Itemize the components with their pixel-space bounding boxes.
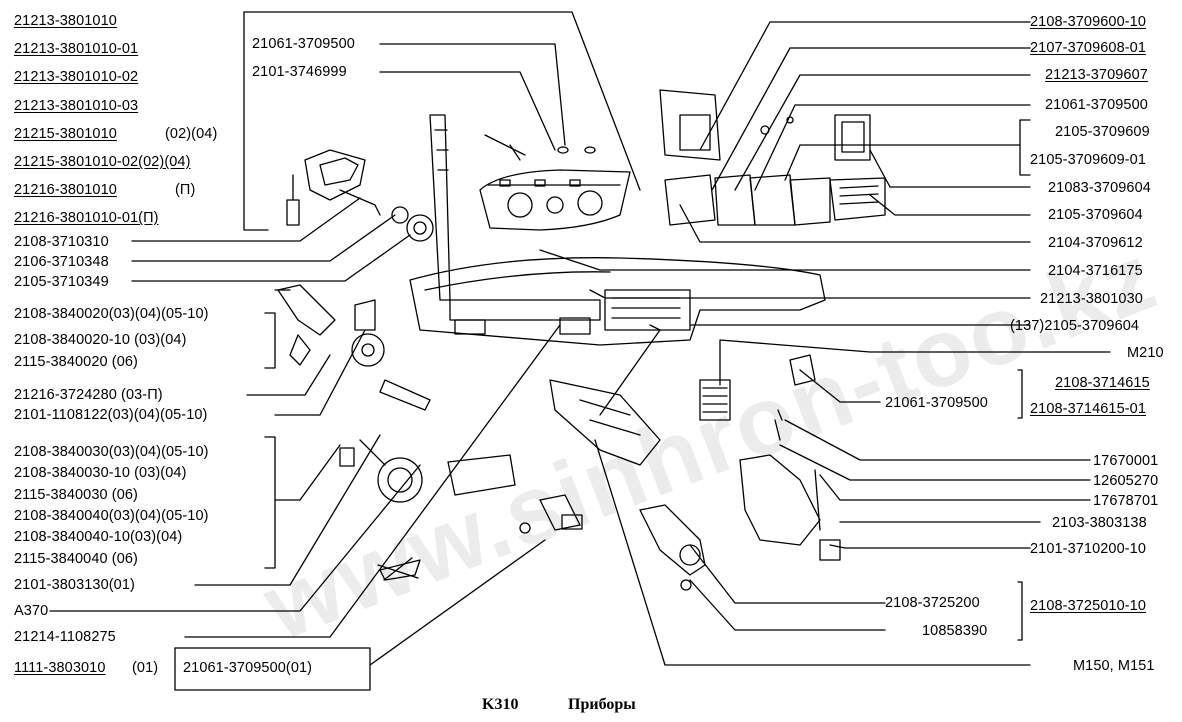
part-label-variant: (02)(04): [165, 126, 218, 142]
part-label: 2115-3840020 (06): [14, 354, 138, 370]
part-label: 10858390: [922, 623, 988, 639]
part-label: 2101-3746999: [252, 64, 347, 80]
part-label: 2108-3840030-10 (03)(04): [14, 465, 187, 481]
part-label: 21061-3709500: [1045, 97, 1148, 113]
part-label: 21061-3709500: [885, 395, 988, 411]
part-label: 12605270: [1093, 473, 1159, 489]
part-label: 2101-3710200-10: [1030, 541, 1146, 557]
part-label: 2115-3840030 (06): [14, 487, 138, 503]
cigarette-lighter: [339, 439, 516, 581]
part-label: 2108-3840040(03)(04)(05-10): [14, 508, 209, 524]
part-label: 2108-3840030(03)(04)(05-10): [14, 444, 209, 460]
part-label: 2105-3709609-01: [1030, 152, 1146, 168]
figure-title: Приборы: [568, 696, 636, 713]
part-label: 2108-3710310: [14, 234, 109, 250]
figure-code: K310: [482, 696, 519, 713]
part-label: М210: [1127, 345, 1164, 361]
part-label: 2108-3714615-01: [1030, 401, 1146, 417]
part-label: 2105-3709604: [1048, 207, 1143, 223]
part-label: 21216-3801010-01(П): [14, 210, 159, 226]
part-label: 2104-3716175: [1048, 263, 1143, 279]
part-label: 21213-3709607: [1045, 67, 1148, 83]
part-label: 21213-3801010-03: [14, 98, 139, 114]
part-label: 2108-3840020-10 (03)(04): [14, 332, 187, 348]
dashboard-panel: [409, 114, 826, 346]
part-label: 21213-3801010-02: [14, 69, 139, 85]
part-label: 2105-3709609: [1055, 124, 1150, 140]
part-label: 21216-3724280 (03-П): [14, 387, 163, 403]
part-label: 21083-3709604: [1048, 180, 1151, 196]
part-label: 21061-3709500(01): [183, 660, 313, 676]
part-label: 2103-3803138: [1052, 515, 1147, 531]
part-label: 2108-3714615: [1055, 375, 1150, 391]
part-label: 2106-3710348: [14, 254, 109, 270]
part-label: 21213-3801010-01: [14, 41, 139, 57]
part-label: 17670001: [1093, 453, 1159, 469]
part-label: 2101-1108122(03)(04)(05-10): [14, 407, 208, 423]
part-label-variant: (01): [132, 660, 159, 676]
part-label: 21215-3801010: [14, 126, 117, 142]
part-label: 2108-3725200: [885, 595, 980, 611]
part-label: 17678701: [1093, 493, 1159, 509]
part-label: 2105-3710349: [14, 274, 109, 290]
column-switches: [277, 284, 431, 411]
part-label: 21214-1108275: [14, 629, 116, 645]
part-label: 2108-3840040-10(03)(04): [14, 529, 183, 545]
part-label: 2115-3840040 (06): [14, 551, 138, 567]
part-label: 2108-3725010-10: [1030, 598, 1146, 614]
part-label: 1111-3803010: [14, 660, 106, 676]
part-label-variant: (П): [175, 182, 196, 198]
lower-components: [519, 354, 841, 591]
leader-lines: [49, 11, 1111, 691]
part-label: 21213-3801010: [14, 13, 117, 29]
part-label: М150, М151: [1073, 658, 1155, 674]
part-label: 21061-3709500: [252, 36, 355, 52]
part-label: 2104-3709612: [1048, 235, 1143, 251]
part-label: 21215-3801010-02(02)(04): [14, 154, 191, 170]
part-label: 2108-3840020(03)(04)(05-10): [14, 306, 209, 322]
part-label: 2108-3709600-10: [1030, 14, 1146, 30]
part-label: 21213-3801030: [1040, 291, 1143, 307]
ignition-switch: [286, 149, 434, 242]
part-label: (137)2105-3709604: [1010, 318, 1140, 334]
part-label: 2101-3803130(01): [14, 577, 135, 593]
part-label: 2107-3709608-01: [1030, 40, 1146, 56]
part-label: А370: [14, 603, 49, 619]
switch-block: [659, 89, 886, 226]
part-label: 21216-3801010: [14, 182, 117, 198]
instrument-cluster: [479, 134, 631, 231]
